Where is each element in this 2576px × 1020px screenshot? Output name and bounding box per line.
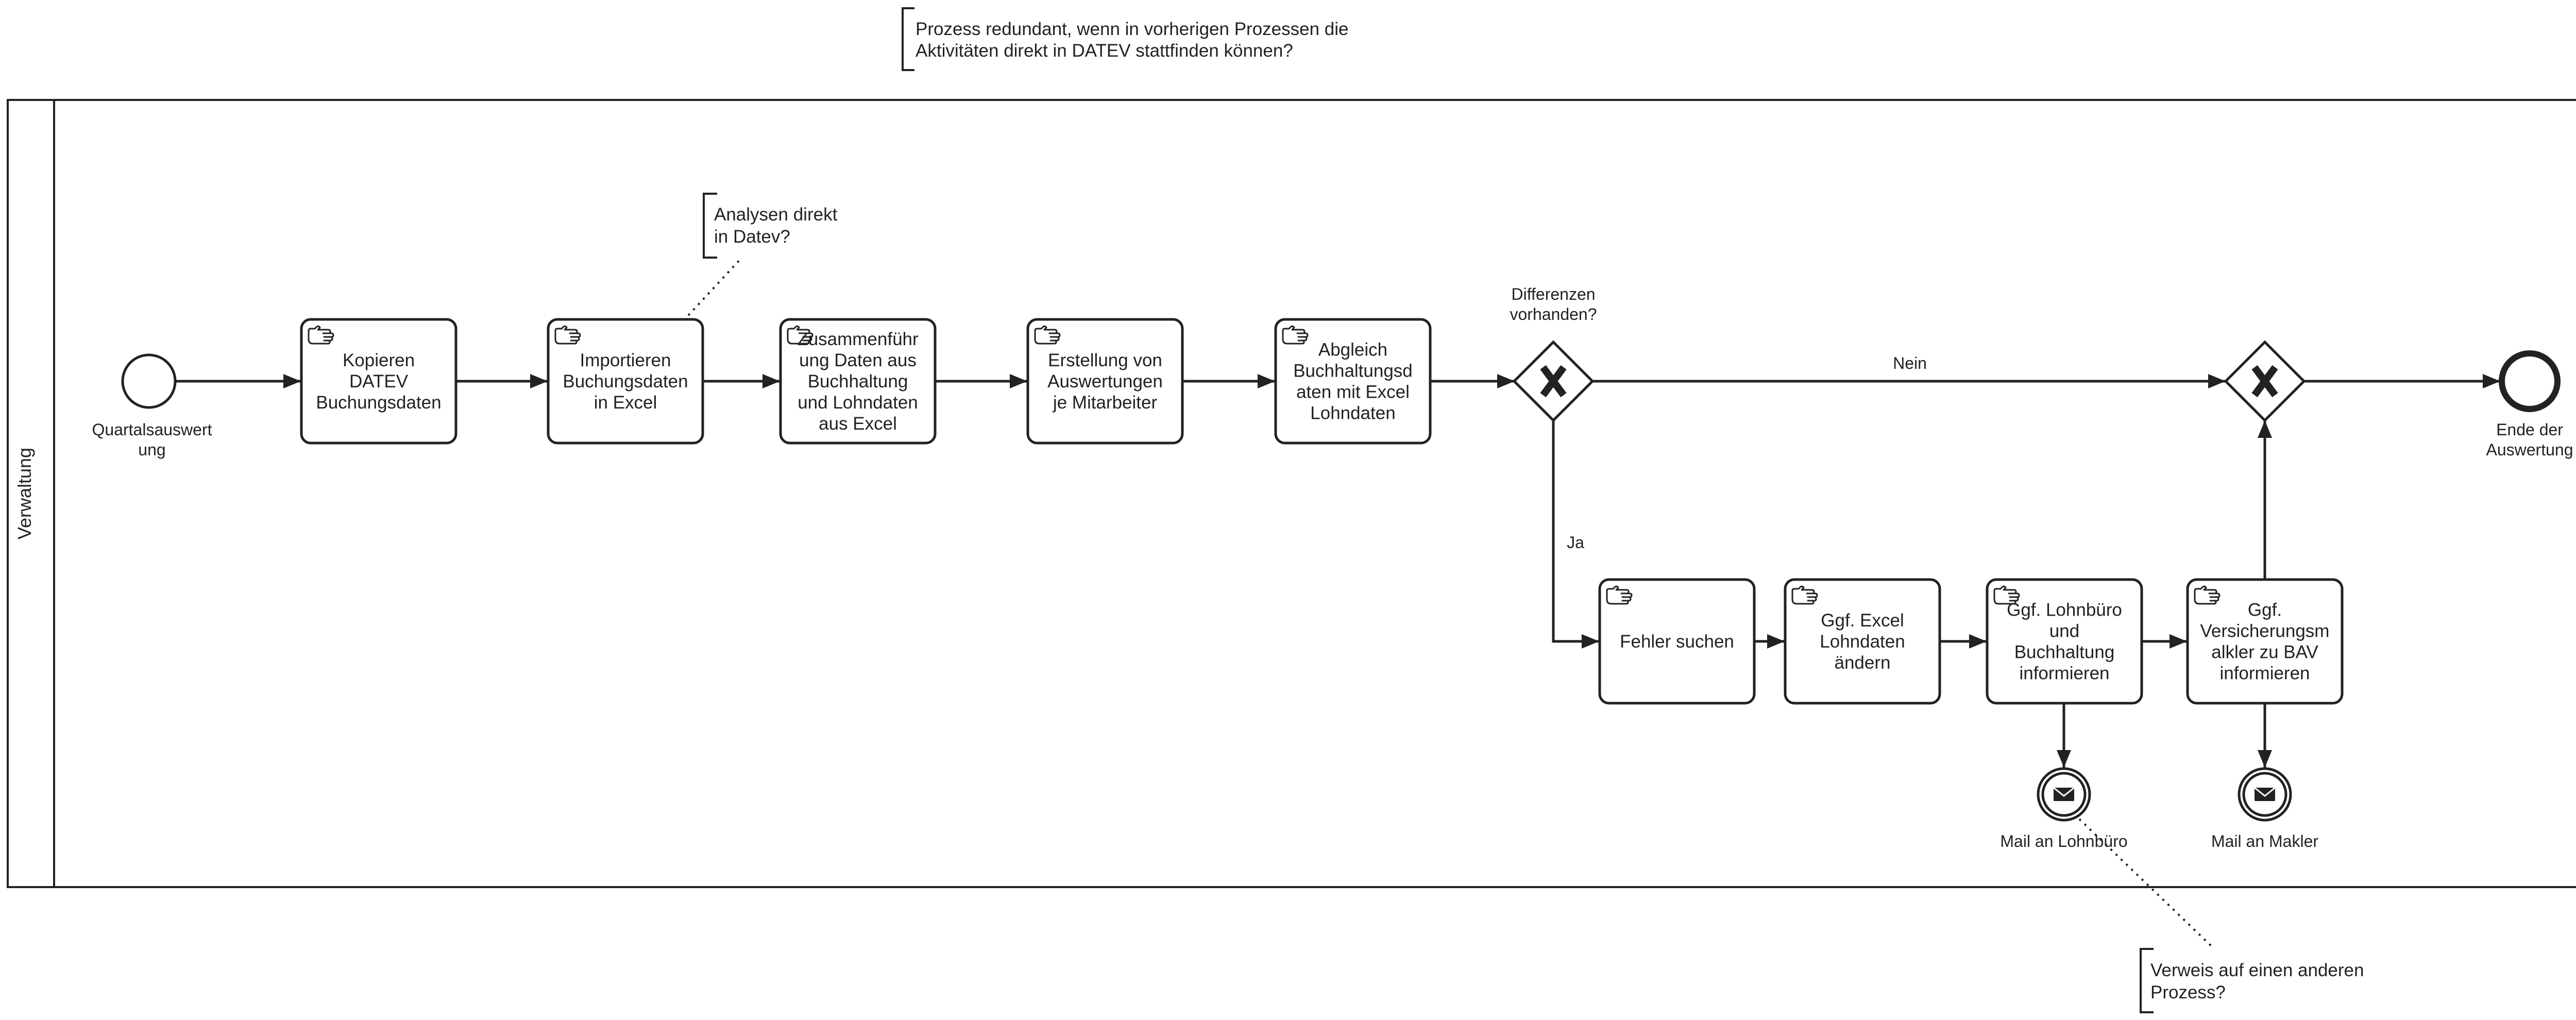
start-event[interactable]: Quartalsauswert ung: [92, 353, 212, 459]
start-event-label: ung: [138, 440, 165, 459]
annotation-analysen[interactable]: Analysen direkt in Datev?: [703, 193, 838, 259]
annotation-line: Verweis auf einen anderen: [2150, 960, 2364, 980]
task-label-line: Ggf.: [2248, 600, 2282, 620]
task-label-line: Auswertungen: [1047, 371, 1163, 392]
gateway-label: vorhanden?: [1510, 305, 1597, 324]
task-label-line: Fehler suchen: [1620, 632, 1734, 652]
annotation-process-redundant[interactable]: Prozess redundant, wenn in vorherigen Pr…: [902, 7, 1349, 71]
association-analysen: [687, 257, 743, 316]
annotation-verweis[interactable]: Verweis auf einen anderen Prozess?: [2140, 948, 2364, 1013]
task-box: [1784, 578, 1941, 705]
x-marker-icon: [1540, 365, 1567, 398]
annotation-line: Prozess?: [2150, 982, 2226, 1002]
annotation-line: Prozess redundant, wenn in vorherigen Pr…: [916, 19, 1349, 39]
task-label-line: Buchungsdaten: [316, 393, 441, 413]
task-label-line: Kopieren: [343, 350, 415, 370]
task-label-line: Erstellung von: [1048, 350, 1162, 370]
pool: Verwaltung: [7, 99, 2576, 888]
end-event-label: Ende der: [2496, 420, 2563, 439]
gateway-merge[interactable]: [2224, 340, 2306, 422]
task-box: [300, 318, 457, 445]
task-label-line: in Excel: [594, 393, 657, 413]
task-label-line: informieren: [2219, 664, 2310, 684]
task-label-line: Versicherungsm: [2200, 621, 2330, 641]
task-box: [547, 318, 704, 445]
task-box: [1986, 578, 2143, 705]
mail-event-label: Mail an Lohnbüro: [2000, 832, 2127, 851]
annotation-line: in Datev?: [714, 227, 790, 247]
task-label-line: informieren: [2019, 664, 2109, 684]
lane-label[interactable]: Verwaltung: [14, 448, 35, 539]
pool-border: [7, 99, 2576, 888]
task-label-line: und Lohndaten: [798, 393, 918, 413]
x-marker-icon: [2251, 365, 2278, 398]
task-label-line: ung Daten aus: [799, 350, 917, 370]
end-event-label: Auswertung: [2486, 440, 2573, 459]
flow-label-ja: Ja: [1567, 533, 1584, 552]
task-label-line: und: [2049, 621, 2079, 641]
task-label-line: Buchhaltung: [2014, 642, 2115, 662]
task-label-line: alkler zu BAV: [2211, 642, 2318, 662]
task-box: [1598, 578, 1756, 705]
flow-label-nein: Nein: [1893, 354, 1927, 372]
task-fehler[interactable]: Fehler suchen: [1598, 578, 1756, 705]
task-label-line: ändern: [1835, 653, 1891, 673]
annotation-line: Analysen direkt: [714, 205, 838, 225]
gateway-differenzen[interactable]: Differenzen vorhanden?: [1510, 285, 1597, 422]
start-event-circle: [121, 353, 177, 409]
envelope-icon: [2053, 787, 2075, 802]
task-label-line: Zusammenführ: [797, 329, 919, 349]
mail-event-makler[interactable]: Mail an Makler: [2211, 767, 2318, 851]
task-label-line: Ggf. Excel: [1821, 610, 1904, 631]
tasks-layer: KopierenDATEVBuchungsdatenImportierenBuc…: [300, 318, 2344, 705]
task-label-line: aus Excel: [819, 414, 897, 434]
task-label-line: je Mitarbeiter: [1053, 393, 1158, 413]
task-label-line: Abgleich: [1318, 340, 1387, 360]
task-label-line: Buchhaltungsd: [1293, 361, 1413, 381]
gateway-label: Differenzen: [1511, 285, 1595, 303]
task-box: [1274, 318, 1432, 445]
task-label-line: Buchungsdaten: [563, 371, 688, 392]
task-box: [779, 318, 937, 445]
annotation-line: Aktivitäten direkt in DATEV stattfinden …: [916, 41, 1293, 61]
end-event[interactable]: Ende der Auswertung: [2486, 350, 2573, 459]
envelope-icon: [2253, 787, 2276, 802]
start-event-label: Quartalsauswert: [92, 420, 212, 439]
task-box: [1026, 318, 1184, 445]
task-label-line: Lohndaten: [1820, 632, 1905, 652]
mail-event-label: Mail an Makler: [2211, 832, 2318, 851]
end-event-circle: [2499, 350, 2561, 412]
task-label-line: Ggf. Lohnbüro: [2007, 600, 2122, 620]
sequence-flows: [175, 374, 2500, 768]
task-label-line: DATEV: [349, 371, 409, 392]
flow-ja[interactable]: [1552, 420, 1599, 649]
task-box: [2186, 578, 2344, 705]
task-label-line: Importieren: [580, 350, 671, 370]
task-label-line: aten mit Excel: [1296, 382, 1410, 402]
mail-event-lohnbuero[interactable]: Mail an Lohnbüro: [2000, 767, 2128, 851]
task-label-line: Buchhaltung: [808, 371, 908, 392]
task-label-line: Lohndaten: [1310, 403, 1395, 423]
